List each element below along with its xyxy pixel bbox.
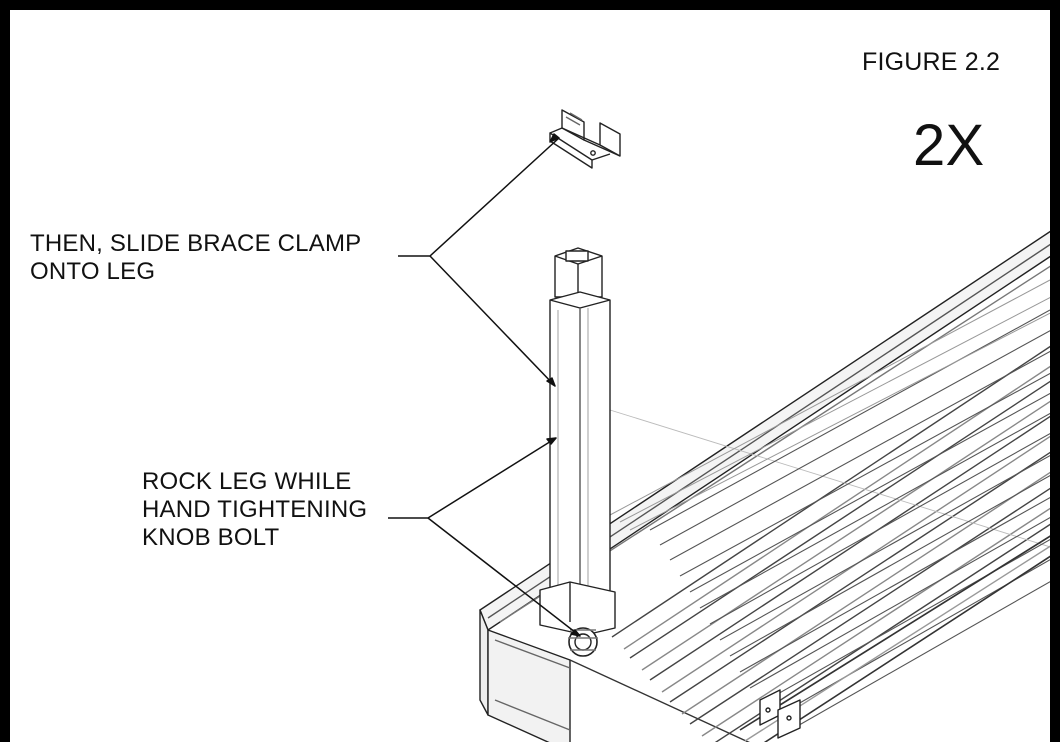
leg-assembly [539,247,616,657]
callout-line: KNOB BOLT [142,524,280,551]
brace-clamp [549,109,621,169]
leader-lines [388,133,581,637]
callout-line: ONTO LEG [30,258,156,285]
callout-knob-bolt: ROCK LEG WHILE HAND TIGHTENING KNOB BOLT [142,468,442,552]
assembly-drawing [388,109,1050,742]
callout-line: ROCK LEG WHILE [142,468,352,495]
leader-leg-line [429,255,556,387]
quantity-label: 2X [913,113,985,178]
figure-title: FIGURE 2.2 [862,48,1001,76]
callout-brace-clamp: THEN, SLIDE BRACE CLAMP ONTO LEG [30,230,430,286]
deck-platform [479,230,1050,742]
leader-knob-bolt-line [427,517,581,637]
callout-line: THEN, SLIDE BRACE CLAMP [30,230,362,257]
callout-line: HAND TIGHTENING [142,496,368,523]
